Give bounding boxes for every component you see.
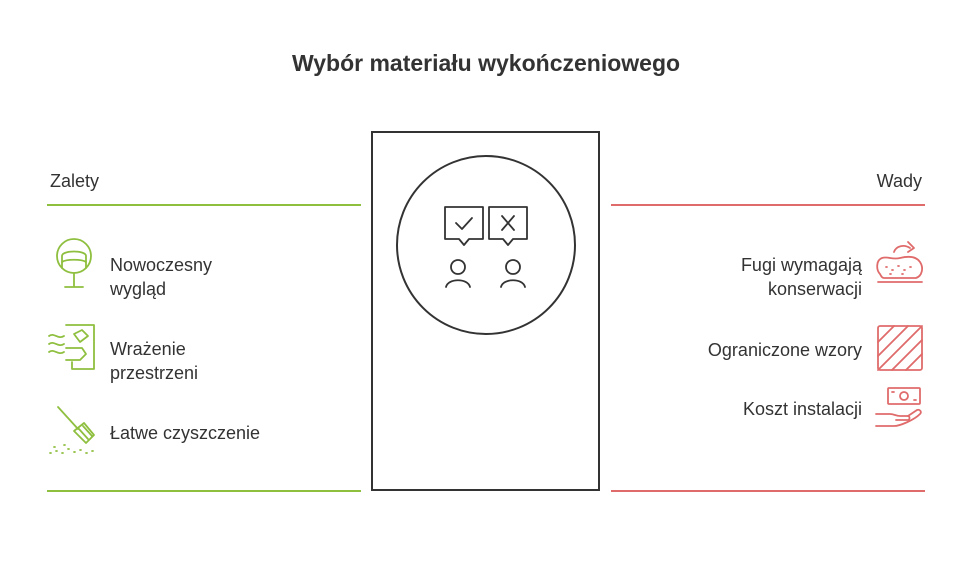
- center-circle: [396, 155, 576, 335]
- decision-people-icon: [444, 206, 528, 288]
- con-item-grout-maintenance: Fugi wymagają konserwacji: [740, 255, 862, 299]
- pro-item-modern-look: Nowoczesny wygląd: [110, 255, 213, 299]
- pro-item-sense-of-space: Wrażenie przestrzeni: [110, 339, 199, 383]
- cons-bottom-divider: [611, 490, 925, 492]
- pros-top-divider: [47, 204, 361, 206]
- grout-sponge-icon: [876, 241, 923, 283]
- cons-heading: Wady: [876, 171, 922, 191]
- hatched-pattern-icon: [877, 325, 923, 371]
- con-item-limited-patterns: Ograniczone wzory: [707, 340, 862, 360]
- modern-chair-icon: [56, 238, 92, 288]
- money-hand-icon: [875, 387, 922, 427]
- rake-cleaning-icon: [49, 406, 95, 454]
- page-title: Wybór materiału wykończeniowego: [291, 50, 681, 76]
- cons-top-divider: [611, 204, 925, 206]
- con-item-installation-cost: Koszt instalacji: [742, 399, 862, 419]
- pro-item-easy-cleaning: Łatwe czyszczenie: [110, 423, 261, 443]
- space-expansion-icon: [48, 324, 95, 370]
- pros-bottom-divider: [47, 490, 361, 492]
- pros-heading: Zalety: [50, 171, 100, 191]
